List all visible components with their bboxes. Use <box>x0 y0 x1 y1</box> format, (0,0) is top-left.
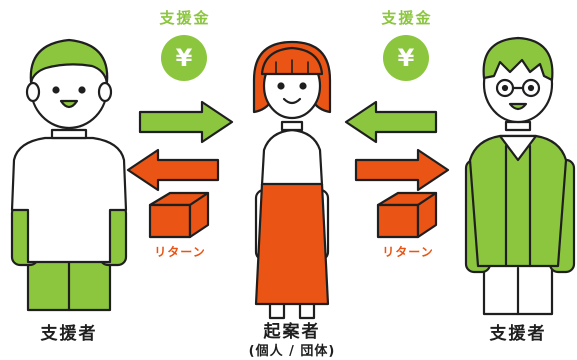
return-label-right: リターン <box>382 245 434 259</box>
yen-coin-icon: ¥ <box>161 35 207 81</box>
money-label-left: 支援金 <box>159 9 211 27</box>
creator-figure <box>252 40 332 320</box>
supporter-left-figure <box>10 38 128 312</box>
return-arrow-left <box>126 148 220 192</box>
money-label-right: 支援金 <box>381 9 433 27</box>
money-arrow-left <box>138 100 234 144</box>
supporter-right-label: 支援者 <box>489 324 547 344</box>
return-box-icon <box>376 191 438 239</box>
return-arrow-right <box>354 148 450 192</box>
creator-label: 起案者 <box>263 322 321 342</box>
money-arrow-right <box>344 100 438 144</box>
creator-sublabel: (個人 / 団体) <box>248 344 336 359</box>
return-label-left: リターン <box>154 245 206 259</box>
return-box-icon <box>148 191 210 239</box>
supporter-right-figure <box>464 36 576 316</box>
supporter-left-label: 支援者 <box>40 324 98 344</box>
yen-coin-icon: ¥ <box>383 35 429 81</box>
